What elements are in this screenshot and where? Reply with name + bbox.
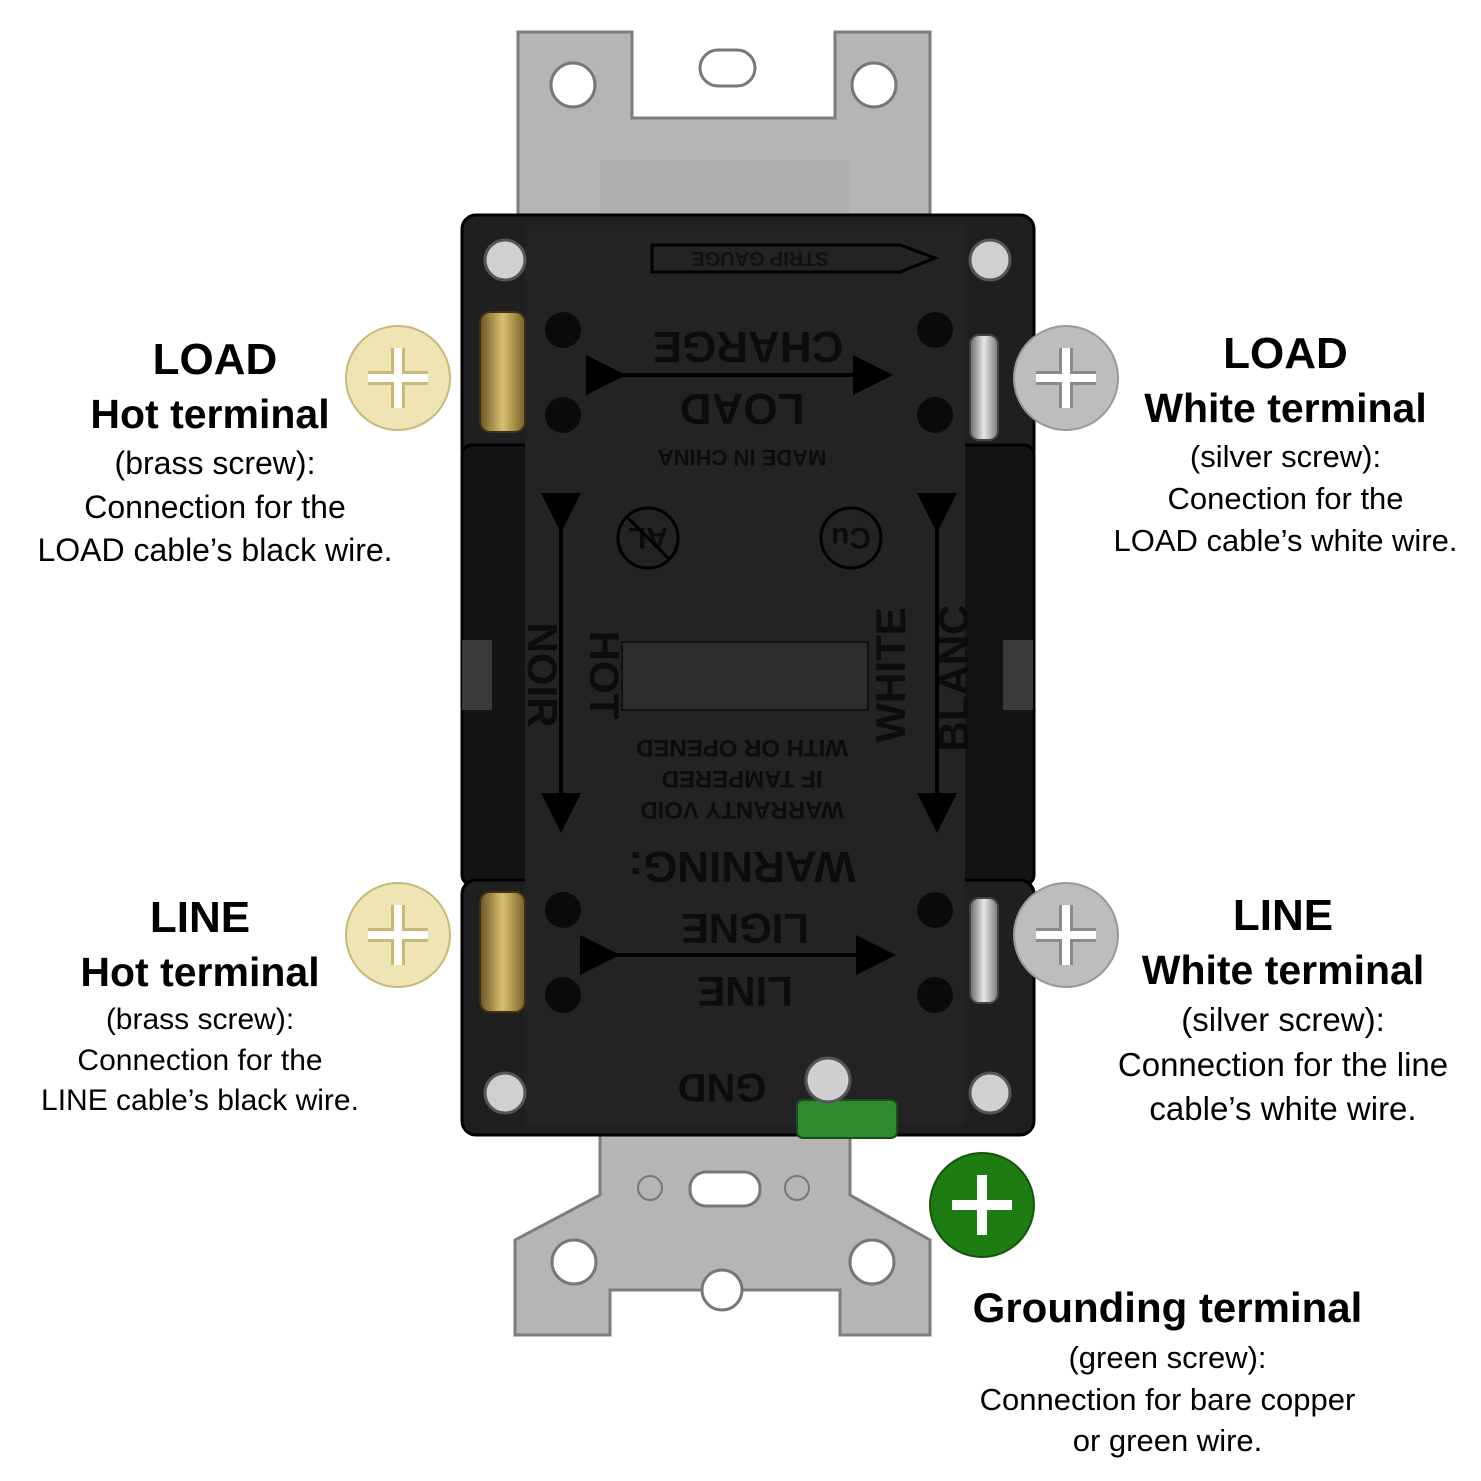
strip-gauge-text: STRIP GAUGE — [691, 247, 828, 269]
callout-line: Conection for the — [1167, 481, 1404, 517]
body-screw — [483, 238, 1012, 1115]
callout-line: LOAD cable’s black wire. — [37, 531, 393, 568]
ligne-text: LIGNE — [681, 905, 809, 952]
made-in-text: MADE IN CHINA — [658, 445, 827, 470]
mounting-strap-top — [516, 30, 932, 230]
callout-line: LINE cable’s black wire. — [41, 1084, 359, 1118]
callout-subtitle: Hot terminal — [90, 391, 330, 437]
callout-title: LOAD — [152, 335, 278, 384]
strap-hole — [700, 1268, 744, 1312]
label-recess — [621, 641, 869, 711]
callout-title: LINE — [1232, 891, 1334, 940]
callout-line: or green wire. — [1072, 1423, 1263, 1459]
callout-subtitle: White terminal — [1144, 385, 1427, 431]
blanc-text: BLANC — [930, 605, 977, 752]
callout-line: Connection for the — [84, 488, 346, 525]
load-hot-marker-icon — [345, 325, 451, 431]
callout-line: Connection for the — [77, 1043, 323, 1077]
line-hot-brass-screw — [479, 891, 526, 1013]
warranty-line: WARRANTY VOID — [640, 796, 844, 823]
callout-line: (silver screw): — [1189, 439, 1382, 475]
callout-line: (brass screw): — [105, 1003, 295, 1037]
strap-hole — [550, 1238, 598, 1286]
strap-hole — [549, 61, 597, 109]
callout-line-white: LINE White terminal (silver screw): Conn… — [1085, 888, 1481, 1132]
callout-subtitle: White terminal — [1141, 947, 1425, 993]
cu-mark-text: Cu — [831, 521, 871, 554]
callout-load-hot: LOAD Hot terminal (brass screw): Connect… — [0, 332, 430, 572]
callout-line: (silver screw): — [1181, 1001, 1385, 1039]
line-white-marker-icon — [1013, 882, 1119, 988]
callout-line: Connection for bare copper — [979, 1381, 1356, 1417]
ground-marker-icon — [929, 1152, 1035, 1258]
warning-text: WARNING: — [628, 842, 855, 891]
load-hot-brass-screw — [479, 311, 526, 433]
warranty-line: WITH OR OPENED — [636, 734, 848, 761]
callout-title: LINE — [149, 893, 251, 942]
line-text: LINE — [697, 968, 793, 1015]
gnd-text: GND — [678, 1065, 767, 1109]
strip-gauge: STRIP GAUGE — [650, 243, 940, 274]
strap-slot — [698, 48, 757, 88]
callout-line: LOAD cable’s white wire. — [1113, 523, 1458, 559]
load-white-marker-icon — [1013, 325, 1119, 431]
callout-line: (brass screw): — [114, 445, 316, 482]
load-white-silver-screw — [969, 334, 999, 441]
callout-title: LOAD — [1223, 329, 1348, 378]
charge-text: CHARGE — [653, 322, 844, 371]
line-white-silver-screw — [969, 897, 999, 1004]
strap-hole — [848, 1238, 896, 1286]
strap-slot — [688, 1170, 762, 1208]
line-hot-marker-icon — [345, 882, 451, 988]
mounting-strap-bottom — [513, 1123, 932, 1337]
white-text: WHITE — [867, 607, 914, 742]
callout-subtitle: Hot terminal — [80, 949, 320, 995]
warranty-line: IF TAMPERED — [662, 765, 823, 792]
callout-subtitle: Grounding terminal — [972, 1284, 1363, 1331]
callout-line: Connection for the line — [1117, 1045, 1449, 1083]
callout-line: (green screw): — [1068, 1339, 1267, 1375]
cu-mark — [819, 506, 883, 570]
noir-text: NOIR — [519, 623, 566, 728]
callout-load-white: LOAD White terminal (silver screw): Cone… — [1090, 326, 1481, 562]
backwire-hole — [545, 312, 953, 1013]
callout-ground: Grounding terminal (green screw): Connec… — [940, 1280, 1395, 1462]
callout-line: cable’s white wire. — [1149, 1090, 1417, 1128]
al-mark — [616, 506, 680, 570]
strap-hole — [850, 61, 898, 109]
ground-green-screw — [796, 1056, 898, 1139]
load-text: LOAD — [680, 384, 805, 433]
callout-line-hot: LINE Hot terminal (brass screw): Connect… — [5, 890, 395, 1122]
hot-text: HOT — [581, 631, 628, 720]
